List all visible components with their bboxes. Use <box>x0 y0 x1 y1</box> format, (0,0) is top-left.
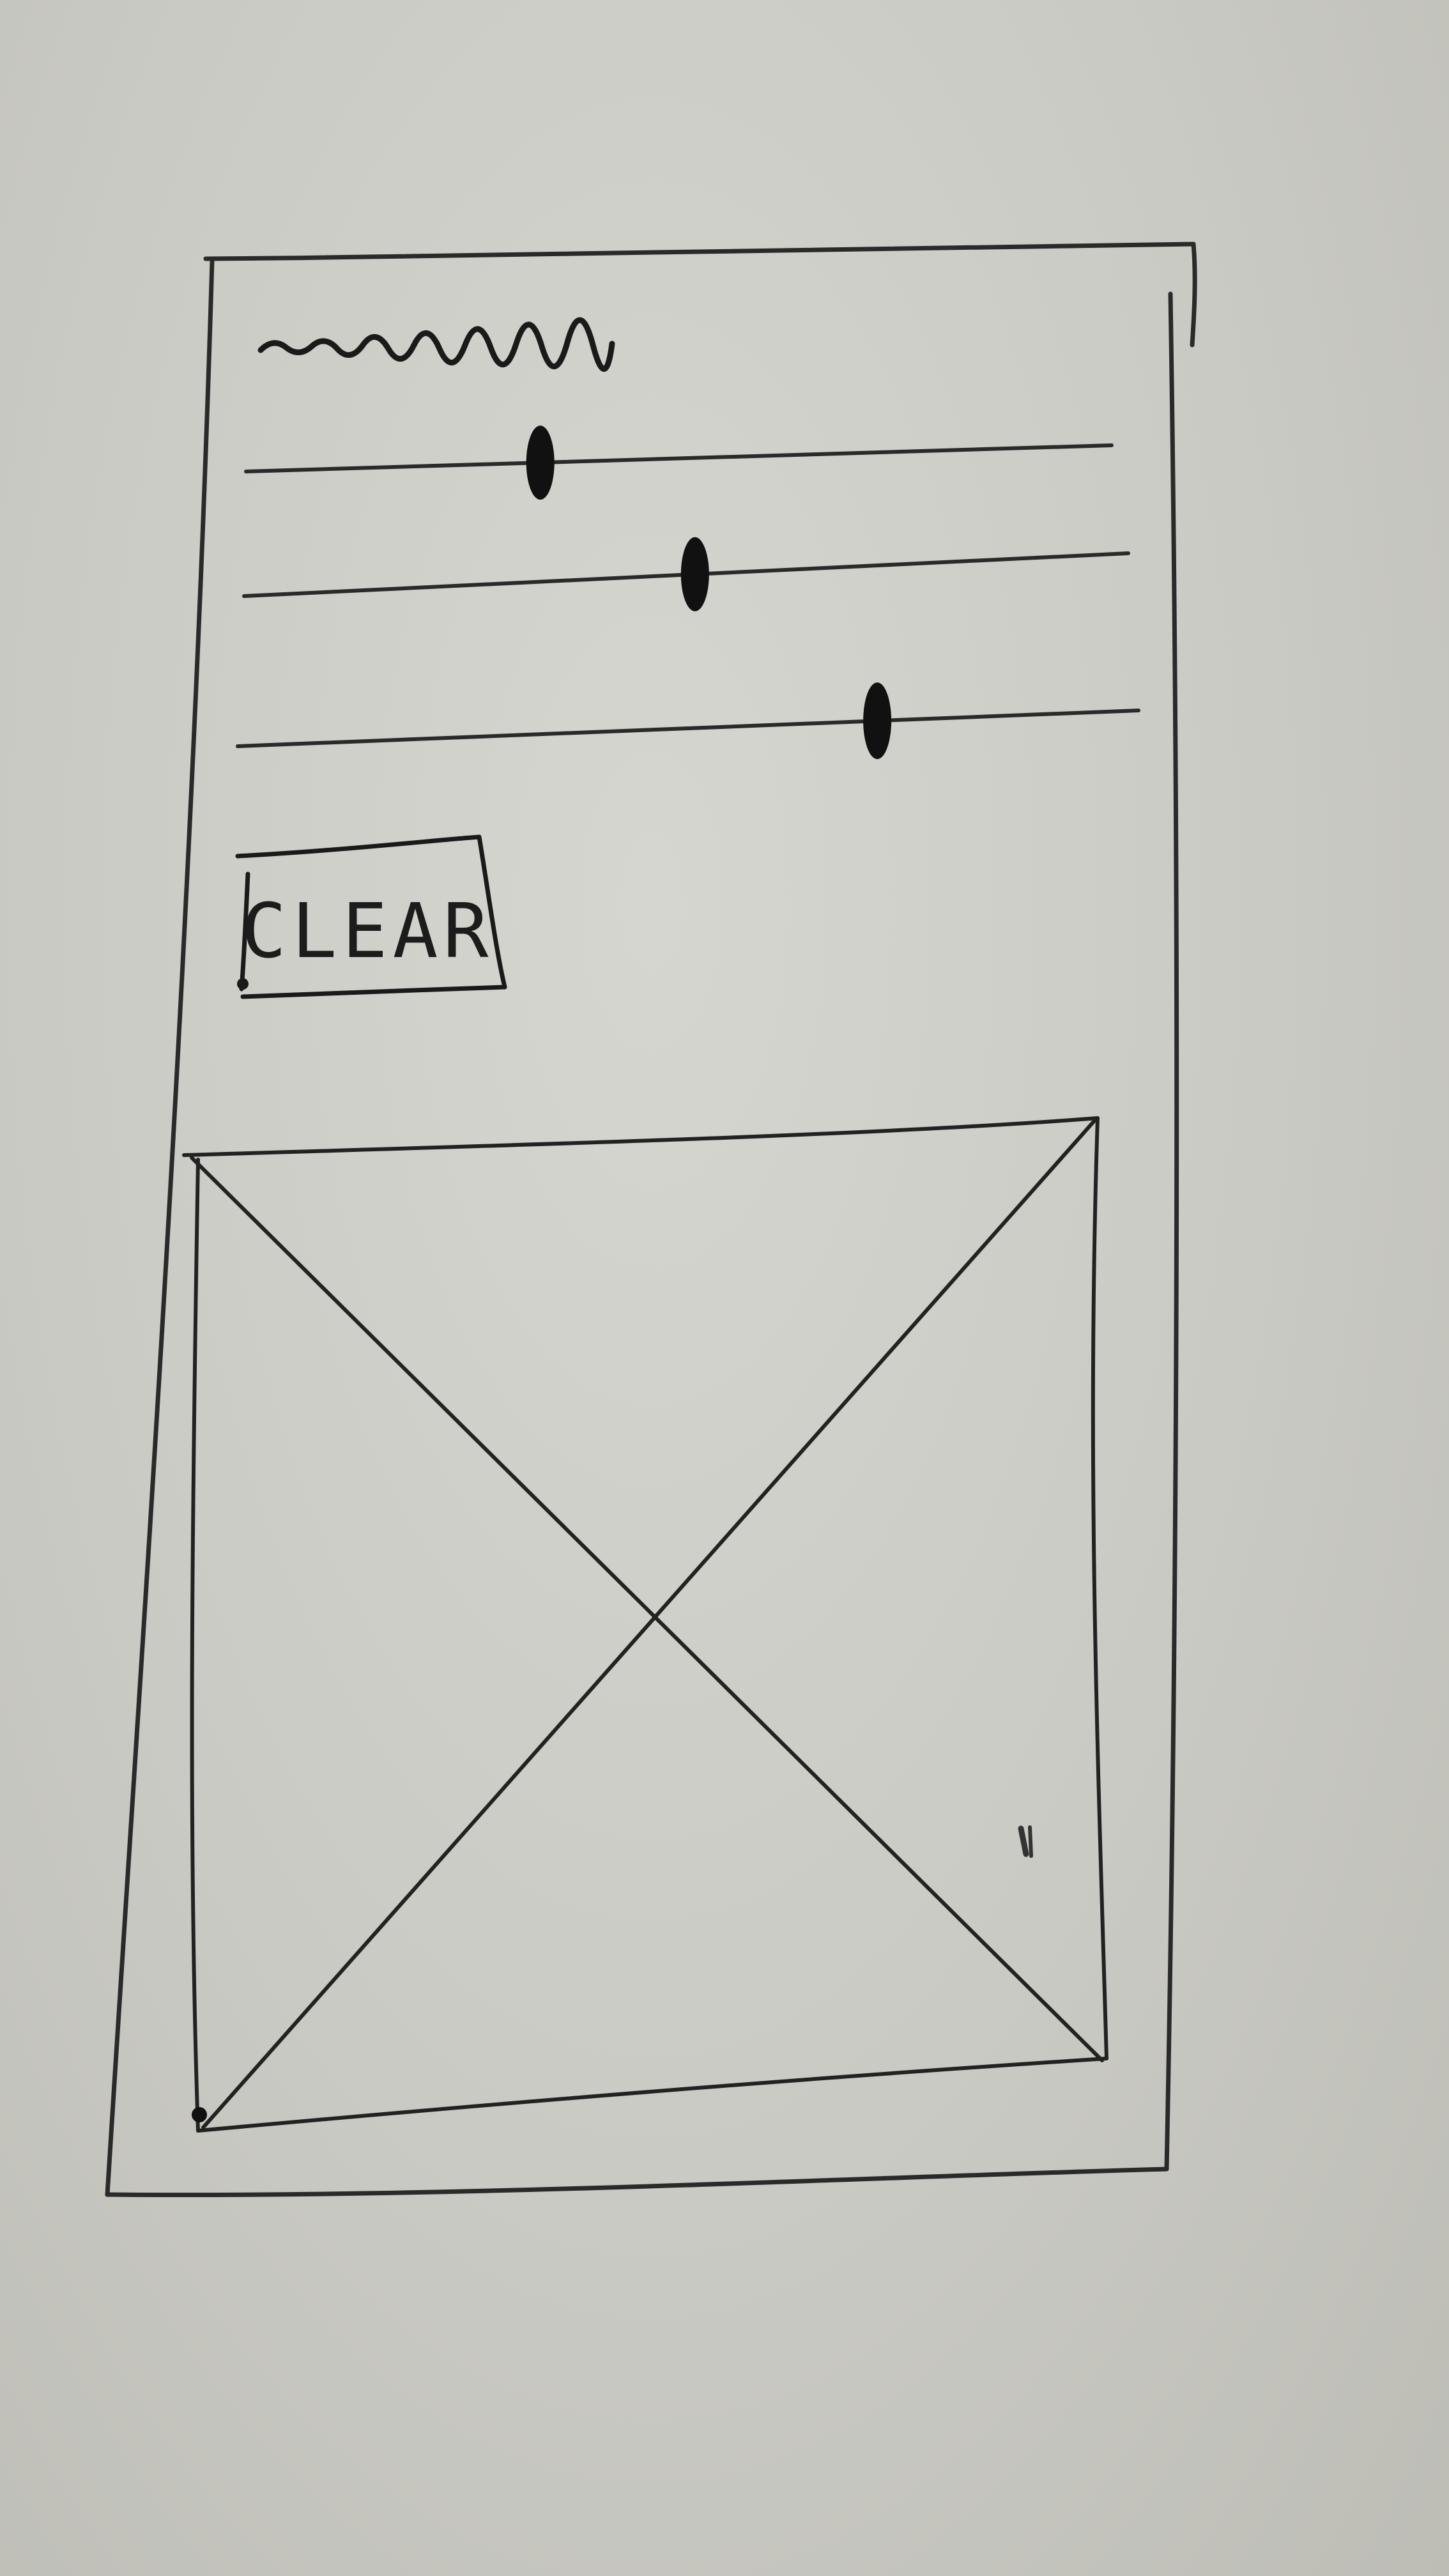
slider-1[interactable] <box>244 425 1114 500</box>
image-placeholder <box>182 1116 1108 2133</box>
slider-3-thumb[interactable] <box>863 682 892 760</box>
clear-button-outline[interactable] <box>235 834 507 999</box>
slider-1-track <box>244 443 1114 473</box>
clear-button[interactable]: CLEAR <box>241 887 494 975</box>
phone-frame <box>105 241 1197 2198</box>
slider-1-thumb[interactable] <box>526 425 555 500</box>
slider-3-track <box>236 709 1140 748</box>
slider-3[interactable] <box>236 682 1140 760</box>
slider-2-thumb[interactable] <box>680 537 709 611</box>
slider-2[interactable] <box>242 537 1130 611</box>
title-squiggle <box>257 317 615 372</box>
